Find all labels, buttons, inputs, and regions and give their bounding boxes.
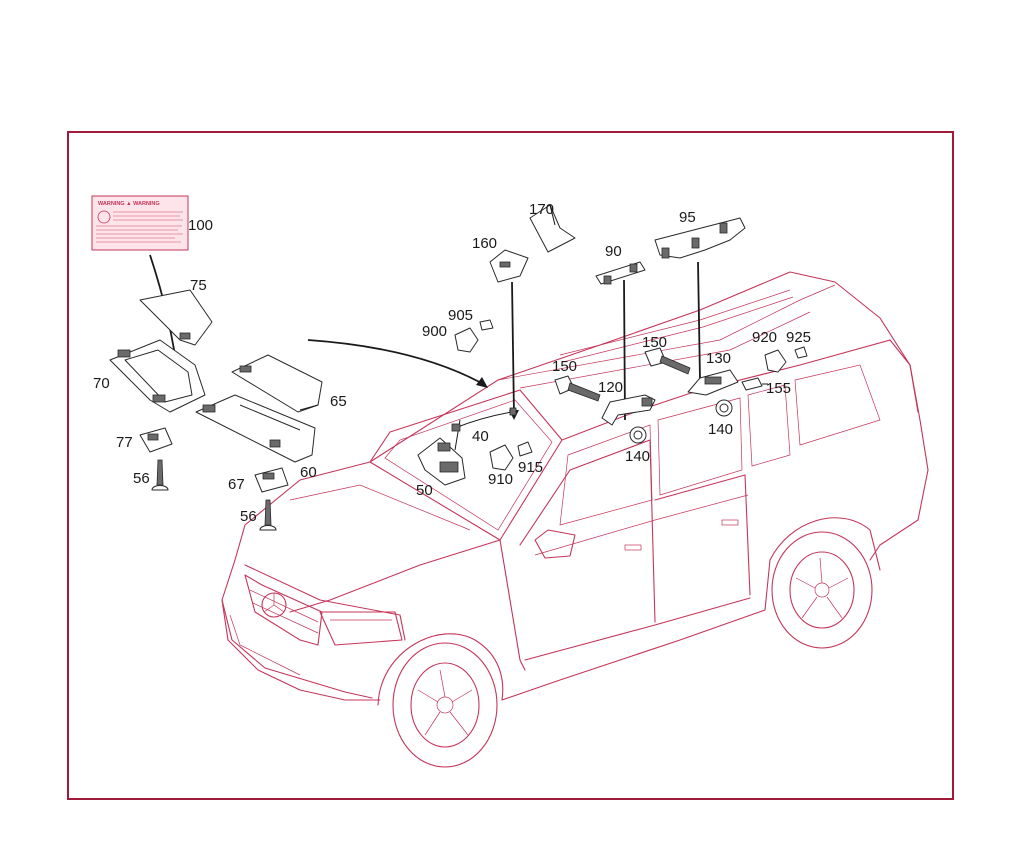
bulb-915 [517, 441, 533, 457]
callout-140: 140 [708, 421, 733, 438]
callout-120: 120 [598, 379, 623, 396]
callout-75: 75 [190, 277, 207, 294]
grab-handle-120 [601, 394, 656, 426]
bolt-150-right [644, 347, 691, 375]
diagram-frame [67, 131, 954, 800]
callout-915: 915 [518, 459, 543, 476]
grab-handle-130 [687, 369, 739, 396]
callout-50: 50 [416, 482, 433, 499]
cover-900 [454, 327, 479, 353]
callout-910: 910 [488, 471, 513, 488]
vehicle-outline [221, 271, 929, 768]
callout-170: 170 [529, 201, 554, 218]
bracket-170 [529, 204, 576, 253]
callout-90: 90 [605, 243, 622, 260]
visor-clip-right [254, 467, 289, 493]
bolt-150-left [554, 375, 601, 402]
callout-95: 95 [679, 209, 696, 226]
callout-925: 925 [786, 329, 811, 346]
svg-text:WARNING ▲ WARNING: WARNING ▲ WARNING [98, 201, 160, 207]
callout-100: 100 [188, 217, 213, 234]
warning-label: WARNING ▲ WARNING [91, 195, 189, 251]
callout-160: 160 [472, 235, 497, 252]
callout-60: 60 [300, 464, 317, 481]
vanity-mirror-cover [139, 289, 213, 346]
screw-left [151, 459, 169, 491]
callout-150: 150 [642, 334, 667, 351]
callout-900: 900 [422, 323, 447, 340]
callout-65: 65 [330, 393, 347, 410]
callout-56: 56 [133, 470, 150, 487]
callout-150: 150 [552, 358, 577, 375]
sun-visor-right-lower [195, 394, 316, 463]
nut-140-left [629, 426, 647, 444]
screw-right [259, 499, 277, 531]
bulb-905 [479, 319, 494, 331]
callout-905: 905 [448, 307, 473, 324]
grab-handle-bracket-90 [595, 261, 646, 285]
callouts: 100 75 70 65 77 56 67 56 60 160 170 905 … [93, 201, 811, 525]
visor-clip-left [139, 427, 173, 453]
bracket-160 [489, 249, 529, 283]
bulb-925 [794, 346, 808, 359]
sun-visor-left [109, 339, 206, 413]
bracket-95 [654, 217, 746, 259]
bulb-155 [741, 377, 768, 391]
cable-40 [451, 407, 517, 432]
callout-920: 920 [752, 329, 777, 346]
callout-56: 56 [240, 508, 257, 525]
callout-77: 77 [116, 434, 133, 451]
callout-40: 40 [472, 428, 489, 445]
interior-light-50 [417, 437, 466, 486]
sun-visor-right-upper [231, 354, 323, 413]
cover-910 [489, 444, 514, 471]
nut-140-right [715, 399, 733, 417]
callout-130: 130 [706, 350, 731, 367]
callout-67: 67 [228, 476, 245, 493]
callout-155: 155 [766, 380, 791, 397]
cover-920 [764, 349, 787, 373]
callout-140: 140 [625, 448, 650, 465]
callout-70: 70 [93, 375, 110, 392]
